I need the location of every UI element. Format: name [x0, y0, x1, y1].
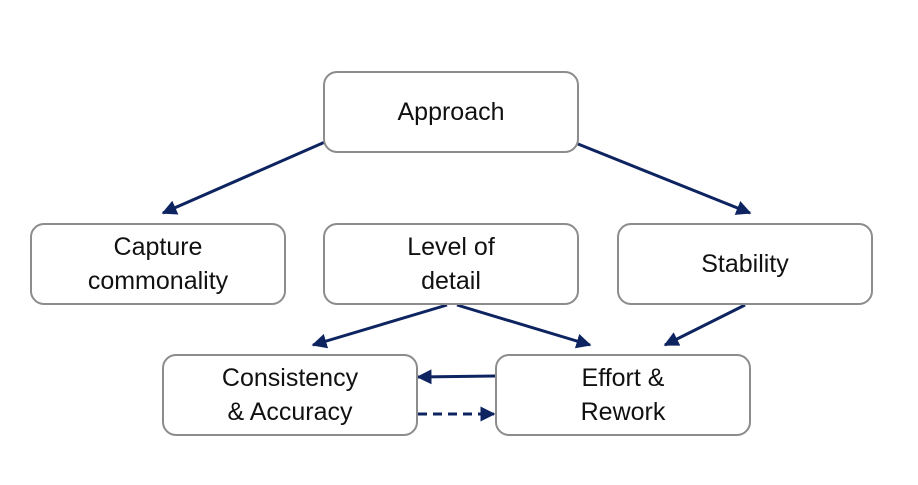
node-level-of-detail: Level of detail	[323, 223, 579, 305]
node-effort-rework-line-2: Rework	[580, 398, 666, 426]
edge-approach-to-stability	[577, 142, 752, 215]
node-stability-line-1: Stability	[701, 250, 789, 278]
node-capture-commonality-line-1: Capture	[113, 233, 203, 261]
edge-stability-to-effort-rework	[663, 303, 746, 347]
node-stability: Stability	[617, 223, 873, 305]
node-effort-rework-line-1: Effort &	[581, 364, 665, 392]
node-level-of-detail-line-1: Level of	[407, 233, 495, 261]
node-consistency-accuracy: Consistency & Accuracy	[162, 354, 418, 436]
node-approach: Approach	[323, 71, 579, 153]
node-capture-commonality-line-2: commonality	[87, 267, 229, 295]
node-consistency-accuracy-line-2: & Accuracy	[227, 398, 353, 426]
edge-effort-rework-to-consistency-accuracy	[416, 369, 496, 385]
edge-level-of-detail-to-effort-rework	[456, 303, 592, 349]
node-approach-line-1: Approach	[397, 98, 505, 126]
node-consistency-accuracy-line-1: Consistency	[221, 364, 359, 392]
node-effort-rework: Effort & Rework	[495, 354, 751, 436]
edge-level-of-detail-to-consistency-accuracy	[311, 303, 448, 349]
node-capture-commonality: Capture commonality	[30, 223, 286, 305]
edge-approach-to-capture-commonality	[161, 140, 326, 215]
node-level-of-detail-line-2: detail	[421, 267, 481, 295]
